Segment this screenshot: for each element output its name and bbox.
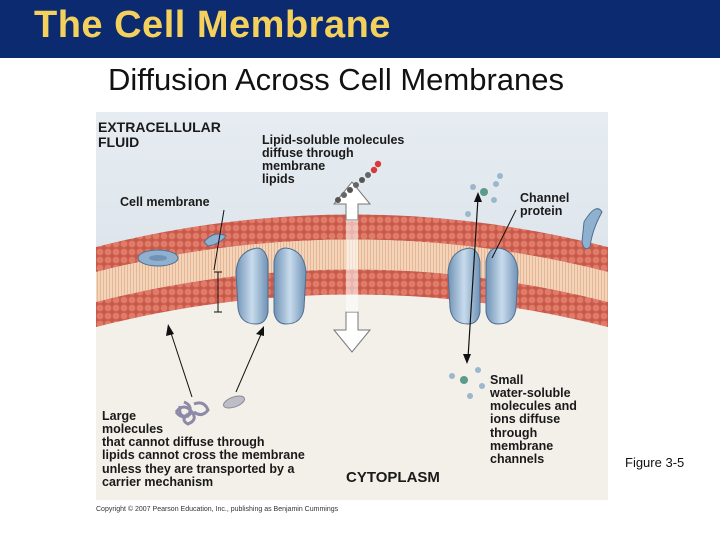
lipid-tails: [96, 239, 608, 302]
copyright-notice: Copyright © 2007 Pearson Education, Inc.…: [96, 506, 339, 513]
lipid-diffusion-arrow-up: [332, 181, 372, 221]
label-cell-membrane: Cell membrane: [120, 195, 210, 209]
membrane-diagram: EXTRACELLULAR FLUID Lipid-soluble molecu…: [96, 112, 608, 500]
title-bar: [0, 0, 720, 58]
large-molecule-tangle: [174, 400, 210, 426]
peripheral-protein-3: [581, 208, 603, 250]
label-lipid-soluble: Lipid-soluble molecules diffuse through …: [262, 133, 405, 187]
label-extracellular-fluid: EXTRACELLULAR FLUID: [98, 119, 221, 150]
peripheral-protein-2: [203, 233, 227, 247]
large-molecule-arrow-left: [169, 329, 193, 398]
lipid-diffusion-arrow-down: [332, 311, 372, 353]
small-molecules-cytoplasm: [449, 367, 485, 399]
slide-title: The Cell Membrane: [34, 4, 391, 46]
label-channel-protein: Channel protein: [520, 191, 570, 219]
label-large-molecules: Large molecules that cannot diffuse thro…: [102, 409, 305, 489]
lipid-soluble-molecule: [335, 160, 382, 203]
channel-diffusion-arrow: [467, 197, 479, 359]
figure-number: Figure 3-5: [625, 455, 685, 470]
large-molecule-globule: [223, 395, 245, 409]
channel-protein-pointer: [491, 209, 517, 259]
cytoplasm-region: [96, 294, 608, 500]
outer-lipid-heads: [96, 214, 608, 272]
channel-protein-right: [447, 247, 519, 325]
large-molecule-arrow-right: [235, 331, 263, 393]
membrane-illustration: [96, 112, 608, 500]
label-small-molecules: Small water-soluble molecules and ions d…: [490, 373, 577, 466]
slide-subtitle: Diffusion Across Cell Membranes: [108, 62, 564, 97]
label-cytoplasm: CYTOPLASM: [346, 469, 440, 486]
small-molecules-extracellular: [465, 173, 503, 217]
channel-protein-left: [235, 247, 307, 325]
cell-membrane-pointer: [213, 209, 225, 271]
